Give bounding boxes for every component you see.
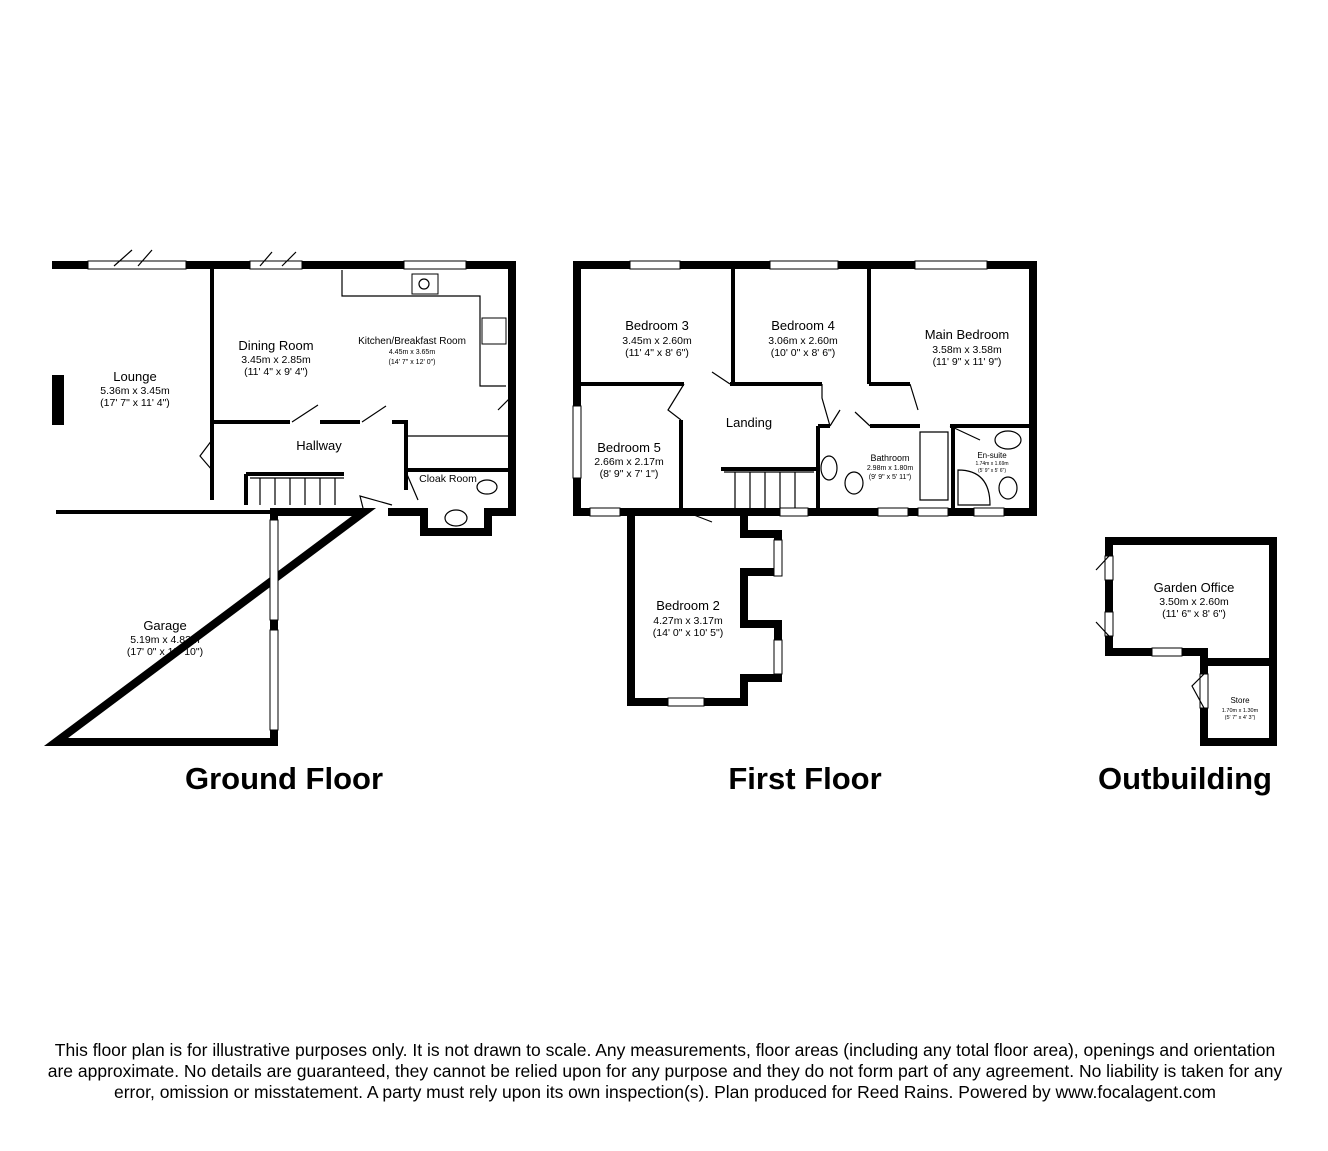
room-metric: 2.66m x 2.17m: [594, 456, 664, 468]
room-name: Bedroom 2: [656, 598, 720, 613]
room-imperial: (10' 0" x 8' 6"): [771, 347, 836, 359]
room-imperial: (8' 9" x 7' 1"): [600, 468, 659, 480]
room-name: Garage: [143, 618, 186, 633]
room-imperial: (11' 4" x 8' 6"): [625, 347, 689, 359]
room-metric: 3.50m x 2.60m: [1159, 596, 1229, 608]
room-imperial: (17' 0" x 15' 10"): [127, 646, 203, 658]
room-imperial: (11' 9" x 11' 9"): [933, 356, 1002, 368]
room-name: Cloak Room: [419, 473, 477, 485]
room-name: Store: [1230, 696, 1250, 705]
disclaimer: This floor plan is for illustrative purp…: [47, 1040, 1283, 1102]
room-name: Hallway: [296, 438, 342, 453]
room-name: Main Bedroom: [925, 327, 1010, 342]
room-imperial: (5' 9" x 5' 6"): [978, 468, 1006, 474]
room-metric: 2.98m x 1.80m: [867, 465, 913, 472]
room-metric: 3.58m x 3.58m: [932, 344, 1002, 356]
room-metric: 5.19m x 4.83m: [130, 634, 200, 646]
room-imperial: (17' 7" x 11' 4"): [100, 397, 170, 409]
room-name: Landing: [726, 415, 772, 430]
room-name: En-suite: [977, 451, 1007, 460]
room-metric: 3.45m x 2.60m: [622, 335, 692, 347]
outbuilding-plan: Garden Office 3.50m x 2.60m (11' 6" x 8'…: [1095, 537, 1277, 796]
room-imperial: (14' 0" x 10' 5"): [653, 627, 723, 639]
room-name: Dining Room: [238, 338, 313, 353]
room-metric: 1.70m x 1.30m: [1222, 708, 1259, 714]
room-name: Lounge: [113, 369, 156, 384]
first-floor-plan: Bedroom 3 3.45m x 2.60m (11' 4" x 8' 6")…: [572, 260, 1037, 796]
floor-title: First Floor: [728, 761, 881, 796]
room-metric: 4.27m x 3.17m: [653, 615, 723, 627]
room-metric: 3.45m x 2.85m: [241, 354, 311, 366]
room-name: Bedroom 3: [625, 318, 689, 333]
room-name: Bathroom: [870, 453, 909, 463]
room-imperial: (9' 9" x 5' 11"): [869, 474, 912, 481]
room-imperial: (11' 4" x 9' 4"): [244, 366, 308, 378]
room-imperial: (11' 6" x 8' 6"): [1162, 608, 1226, 620]
room-metric: 1.74m x 1.69m: [975, 461, 1008, 467]
room-metric: 4.45m x 3.65m: [389, 349, 435, 356]
floor-title: Outbuilding: [1098, 761, 1272, 796]
room-name: Bedroom 5: [597, 440, 661, 455]
room-imperial: (5' 7" x 4' 3"): [1225, 715, 1256, 721]
floor-title: Ground Floor: [185, 761, 383, 796]
room-name: Bedroom 4: [771, 318, 835, 333]
room-metric: 5.36m x 3.45m: [100, 385, 170, 397]
room-metric: 3.06m x 2.60m: [768, 335, 838, 347]
ground-floor-plan: Lounge 5.36m x 3.45m (17' 7" x 11' 4") D…: [43, 249, 516, 796]
room-name: Garden Office: [1154, 580, 1235, 595]
room-name: Kitchen/Breakfast Room: [358, 336, 466, 347]
room-imperial: (14' 7" x 12' 0"): [389, 359, 436, 366]
